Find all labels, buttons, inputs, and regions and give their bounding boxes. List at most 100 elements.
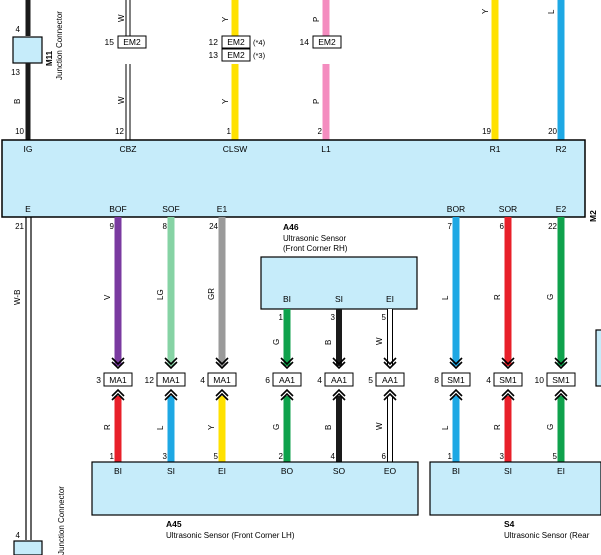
s4-box — [429, 461, 601, 516]
a46-pin-label-bi: BI — [283, 294, 291, 304]
ecu-bottom-pin-label-bof: BOF — [109, 204, 126, 214]
a45-pin-num: 1 — [110, 452, 115, 461]
ecu-m2-id: M2 — [588, 210, 598, 222]
connector-chevron-up-icon — [215, 388, 229, 401]
ground-wire-code: W-B — [13, 290, 22, 305]
wire-code-l1-top: P — [312, 17, 321, 22]
wire-code-lower: G — [272, 424, 281, 430]
ecu-bottom-pin-label-e2: E2 — [556, 204, 567, 214]
m11-pin-bottom: 13 — [11, 68, 20, 77]
ecu-top-pin-label-l1: L1 — [321, 144, 331, 154]
s4-pin-num: 3 — [500, 452, 505, 461]
connector-clsw-a-id: EM2 — [227, 37, 245, 47]
connector-l1-id: EM2 — [318, 37, 336, 47]
a45-box — [91, 461, 419, 516]
a46-box — [260, 256, 418, 310]
connector-id: AA1 — [279, 375, 295, 385]
connector-chevron-up-icon — [501, 388, 515, 401]
ecu-bottom-pin-num: 24 — [209, 222, 218, 231]
wire-code-l1-bottom: P — [312, 99, 321, 104]
wire-code-lower: Y — [207, 424, 216, 430]
connector-chevron-up-icon — [111, 388, 125, 401]
connector-clsw-a-note: (*4) — [253, 38, 266, 47]
connector-chevron-down-icon — [215, 357, 229, 370]
connector-l1-pin: 14 — [300, 37, 310, 47]
top-connectors: EM2 15 EM2 12 (*4) EM2 13 (*3) EM2 14 — [105, 35, 342, 62]
ecu-top-pin-num: 10 — [15, 127, 24, 136]
connector-clsw-em2-b — [221, 48, 251, 62]
wire-code-sof: LG — [156, 289, 165, 300]
ecu-bottom-pin-num: 6 — [500, 222, 505, 231]
connector-ma1-box — [156, 372, 186, 387]
connector-clsw-b-pin: 13 — [209, 50, 219, 60]
wire-code-lower: W — [375, 422, 384, 430]
ecu-bottom-pin-label-e: E — [25, 204, 31, 214]
wire-code-clsw-bottom: Y — [221, 98, 230, 104]
junction-m11: 4 13 M11 Junction Connector B — [11, 0, 64, 140]
a45-pin-label-ei: EI — [218, 466, 226, 476]
a46-name: Ultrasonic Sensor — [283, 234, 346, 243]
ecu-m2-box — [1, 139, 586, 218]
a46-pin-label-si: SI — [335, 294, 343, 304]
a46-pin-num: 3 — [331, 313, 336, 322]
ecu-bottom-pin-label-e1: E1 — [217, 204, 228, 214]
connector-clsw-em2-a — [221, 35, 251, 49]
connector-sm1-box — [546, 372, 576, 387]
ecu-bottom-pin-num: 7 — [448, 222, 453, 231]
wire-code-r2: L — [547, 9, 556, 14]
connector-chevron-down-icon — [501, 357, 515, 370]
s4-pin-label-bi: BI — [452, 466, 460, 476]
connector-id: SM1 — [552, 375, 570, 385]
connector-aa1-box — [375, 372, 405, 387]
ground-wire: W-B 4 Junction Connector — [13, 217, 66, 555]
connector-pin: 4 — [486, 375, 491, 385]
connector-chevron-down-icon — [449, 357, 463, 370]
s4-pin-label-si: SI — [504, 466, 512, 476]
a45-pin-label-si: SI — [167, 466, 175, 476]
ecu-bottom-pin-num: 21 — [15, 222, 24, 231]
a46-id: A46 — [283, 222, 299, 232]
connector-cbz-id: EM2 — [123, 37, 141, 47]
ecu-top-pin-num: 2 — [318, 127, 323, 136]
m11-id: M11 — [45, 50, 54, 66]
junction-bottom-box — [13, 540, 43, 555]
connector-aa1-box — [272, 372, 302, 387]
ecu-bottom-pin-label-bor: BOR — [447, 204, 465, 214]
junction-bottom-pin: 4 — [16, 531, 21, 540]
connector-chevron-up-icon — [449, 388, 463, 401]
connector-chevron-down-icon — [383, 357, 397, 370]
connector-chevron-up-icon — [554, 388, 568, 401]
a45-pin-label-so: SO — [333, 466, 346, 476]
connector-chevron-down-icon — [280, 357, 294, 370]
a46-pin-num: 1 — [279, 313, 284, 322]
connector-chevron-down-icon — [111, 357, 125, 370]
connector-clsw-b-note: (*3) — [253, 51, 266, 60]
wire-code-cbz-bottom: W — [117, 96, 126, 104]
ecu-top-pin-num: 1 — [227, 127, 232, 136]
top-wires: W W Y Y P P Y L — [117, 0, 565, 140]
wire-code-cbz-top: W — [117, 14, 126, 22]
connector-aa1-box — [324, 372, 354, 387]
ecu-bottom-pin-num: 8 — [163, 222, 168, 231]
wire-code-e1: GR — [207, 288, 216, 300]
connector-cbz-pin: 15 — [105, 37, 115, 47]
a46-pin-num: 5 — [382, 313, 387, 322]
wire-code-lower: L — [441, 425, 450, 430]
a46-pin-label-ei: EI — [386, 294, 394, 304]
wire-code-lower: R — [493, 424, 502, 430]
a45-pin-label-eo: EO — [384, 466, 397, 476]
a45-pin-num: 5 — [214, 452, 219, 461]
wire-code-bof: V — [103, 294, 112, 300]
wire-code-bor: L — [441, 295, 450, 300]
connector-id: SM1 — [499, 375, 517, 385]
wire-code-a46-si: B — [324, 340, 333, 345]
ecu-top-pin-label-r2: R2 — [556, 144, 567, 154]
